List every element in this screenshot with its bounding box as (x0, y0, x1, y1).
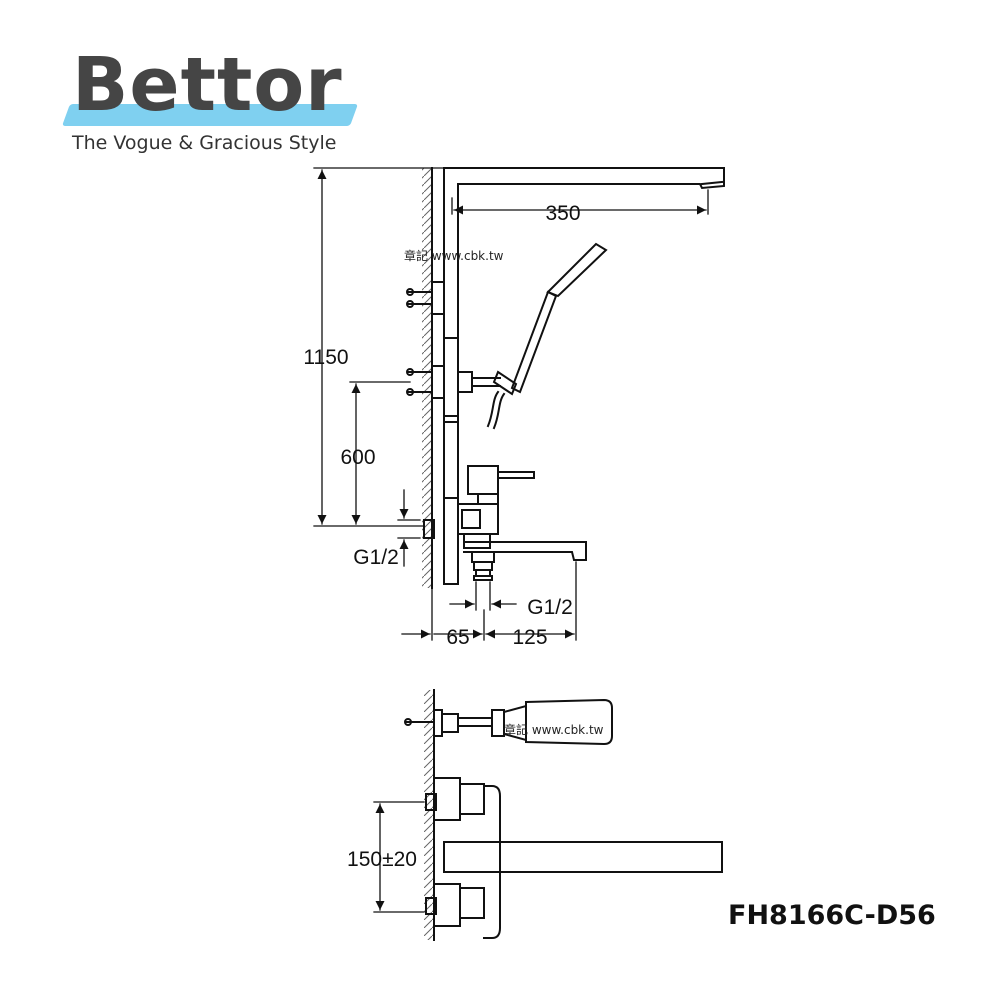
dim-inlet-bottom: G1/2 (527, 596, 573, 619)
dim-mixer-height: 600 (340, 446, 375, 469)
hand-shower-top-view (404, 698, 613, 746)
watermark-top: 章記 www.cbk.tw (404, 248, 504, 263)
dim-wall-to-outlet: 65 (446, 626, 469, 649)
inlet-spacing-dimension (373, 801, 425, 913)
brand-tagline: The Vogue & Gracious Style (72, 132, 337, 154)
hand-shower (457, 242, 608, 430)
dim-total-height: 1150 (303, 346, 348, 369)
dimension-lines (313, 167, 709, 641)
bath-mixer (457, 465, 587, 581)
shower-column (443, 167, 725, 585)
dim-spout-reach: 350 (545, 202, 580, 225)
brand-logo: Bettor (72, 42, 343, 128)
dim-inlet-spacing: 150±20 (347, 848, 417, 871)
dim-outlet-to-spout: 125 (512, 626, 547, 649)
dim-inlet-left: G1/2 (353, 546, 399, 569)
model-number: FH8166C-D56 (728, 900, 936, 931)
wall-brackets (406, 281, 445, 539)
bath-mixer-top-view (425, 777, 723, 939)
watermark-bottom: 章記 www.cbk.tw (504, 722, 604, 737)
